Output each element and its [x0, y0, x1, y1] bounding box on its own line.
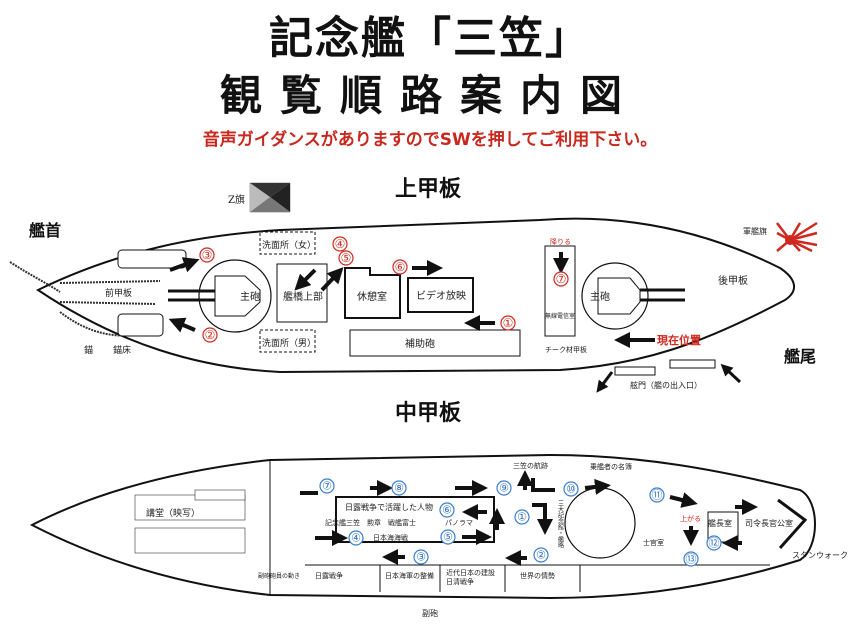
middle-route-number: ⑥ [439, 502, 455, 518]
washroom-women-label: 洗面所（女） [262, 239, 316, 251]
svg-text:④: ④ [351, 532, 361, 545]
mikasa-track-label: 三笠の航跡 [513, 461, 548, 470]
go-down-label: 降りる [550, 237, 571, 246]
navy-buildup-label: 日本海軍の整備 [385, 571, 434, 580]
radio-room-label: 無線電信室 [545, 312, 575, 320]
sino-japanese-war-label: 日清戦争 [446, 577, 474, 586]
stern-label: 艦尾 [784, 347, 816, 366]
lecture-hall-seats [134, 489, 246, 554]
washroom-men-label: 洗面所（男） [262, 337, 316, 349]
middle-route-number: ⑪ [649, 487, 665, 503]
upper-route-number: ⑥ [392, 259, 408, 275]
casemate-label: 副砲 [422, 608, 438, 618]
svg-text:①: ① [503, 316, 514, 330]
svg-text:⑦: ⑦ [322, 480, 332, 493]
svg-text:⑥: ⑥ [395, 260, 406, 274]
captains-room-label: 艦長室 [708, 518, 732, 528]
teak-deck-label: チーク材甲板 [545, 345, 587, 354]
bridge-top-label: 艦橋上部 [283, 290, 323, 303]
upper-route-number: ⑤ [338, 250, 354, 266]
middle-route-number: ⑬ [683, 551, 699, 567]
upper-route-arrows [168, 252, 569, 333]
audio-guide-notice: 音声ガイダンスがありますのでSWを押してご利用下さい。 [202, 130, 658, 150]
svg-text:⑥: ⑥ [442, 504, 452, 517]
z-flag-icon [249, 182, 291, 213]
svg-text:③: ③ [416, 551, 426, 564]
middle-route-arrows [300, 470, 758, 566]
svg-text:⑬: ⑬ [686, 553, 697, 566]
middle-route-number: ④ [348, 530, 364, 546]
svg-text:①: ① [517, 511, 527, 524]
aft-main-gun-label: 主砲 [590, 290, 610, 303]
naval-ensign-label: 軍艦旗 [743, 226, 767, 236]
barbette [564, 487, 636, 559]
middle-route-number: ③ [413, 549, 429, 565]
svg-text:③: ③ [202, 248, 213, 262]
secondary-guns-label: 補助砲 [405, 337, 435, 350]
fore-main-gun-label: 主砲 [240, 290, 260, 303]
page-title: 記念艦「三笠」 [269, 13, 591, 64]
z-flag-label: Z旗 [228, 193, 245, 206]
svg-text:②: ② [536, 549, 546, 562]
notable-persons-label: 日露戦争で活躍した人物 [345, 502, 433, 512]
upper-route-number: ② [202, 327, 218, 343]
middle-route-number: ① [514, 509, 530, 525]
current-position-label: 現在位置 [657, 333, 701, 347]
admiral-togo-label: 三大記念館・艦略 [557, 500, 564, 549]
svg-text:④: ④ [335, 237, 346, 251]
anchor-bed-label: 錨床 [113, 344, 131, 356]
crew-names-label: 乗艦者の名簿 [590, 462, 632, 471]
naval-ensign-icon [776, 221, 818, 253]
svg-text:⑤: ⑤ [443, 531, 453, 544]
gun-crew-label: 副砲砲員の動き [258, 572, 300, 580]
officers-room-label: 士官室 [643, 538, 664, 547]
forecastle-label: 前甲板 [105, 287, 132, 299]
svg-text:⑦: ⑦ [556, 272, 567, 286]
gangway-label: 舷門（艦の出入口） [630, 380, 702, 390]
rest-room-label: 休憩室 [357, 290, 387, 303]
battle-of-japan-sea-label: 日本海海戦 [373, 533, 408, 542]
modern-japan-label: 近代日本の建設 [446, 568, 495, 577]
middle-route-number: ⑨ [496, 480, 512, 496]
middle-route-number: ⑦ [319, 478, 335, 494]
world-situation-label: 世界の情勢 [520, 571, 555, 580]
middle-route-number: ⑤ [440, 529, 456, 545]
upper-route-number: ① [500, 315, 516, 331]
commander-room-label: 司令長官公室 [745, 518, 793, 528]
svg-text:②: ② [205, 328, 216, 342]
middle-route-number: ⑧ [391, 480, 407, 496]
russo-japanese-war-label: 日露戦争 [315, 571, 343, 580]
video-room-label: ビデオ放映 [416, 289, 466, 302]
svg-text:⑤: ⑤ [341, 251, 352, 265]
middle-route-number: ⑩ [563, 481, 579, 497]
svg-text:⑩: ⑩ [566, 483, 576, 496]
svg-text:⑧: ⑧ [394, 482, 404, 495]
exhibits-row-label: 記念艦三笠 勲章 戦艦富士 [325, 518, 416, 527]
bow-label: 艦首 [29, 221, 61, 240]
go-up-label: 上がる [680, 514, 701, 523]
upper-route-number: ③ [199, 247, 215, 263]
svg-text:⑫: ⑫ [709, 537, 720, 550]
panorama-label: パノラマ [445, 519, 473, 527]
anchor-label: 錨 [84, 344, 93, 356]
page-subtitle-guide: 観覧順路案内図 [219, 71, 640, 120]
quarterdeck-label: 後甲板 [718, 274, 748, 287]
upper-route-number: ⑦ [553, 271, 569, 287]
lecture-hall-label: 講堂（映写） [146, 507, 200, 519]
middle-route-number: ② [533, 547, 549, 563]
svg-text:⑪: ⑪ [652, 489, 663, 502]
upper-route-number: ④ [332, 236, 348, 252]
middle-deck-title: 中甲板 [395, 401, 462, 426]
upper-deck-title: 上甲板 [395, 177, 462, 202]
stern-walk-label: スタンウォーク [792, 551, 848, 560]
middle-route-number: ⑫ [706, 535, 722, 551]
svg-text:⑨: ⑨ [499, 482, 509, 495]
